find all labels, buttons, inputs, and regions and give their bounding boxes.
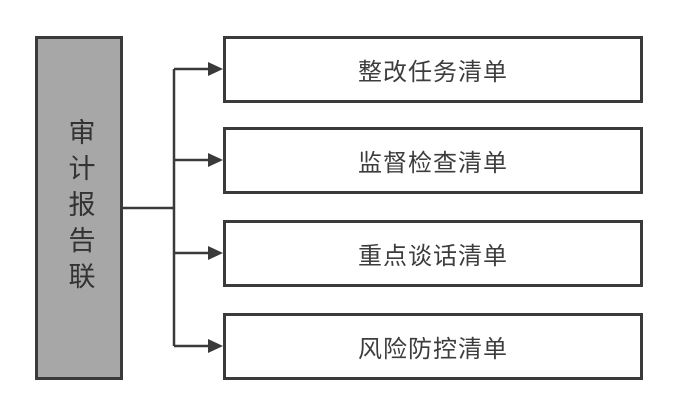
list-box-label: 重点谈话清单 [358,243,508,270]
list-box-label: 风险防控清单 [358,336,508,363]
list-box-risk-prevention: 风险防控清单 [223,313,643,380]
source-box-label: 审计报告联 [64,118,95,298]
arrowhead-icon [208,246,223,260]
arrowhead-icon [208,339,223,353]
list-box-rectification-tasks: 整改任务清单 [223,36,643,103]
list-box-supervision-inspection: 监督检查清单 [223,127,643,194]
list-box-key-talks: 重点谈话清单 [223,220,643,287]
list-box-label: 整改任务清单 [358,59,508,86]
arrowhead-icon [208,62,223,76]
source-box-audit-report: 审计报告联 [35,36,123,380]
arrowhead-icon [208,153,223,167]
list-box-label: 监督检查清单 [358,150,508,177]
